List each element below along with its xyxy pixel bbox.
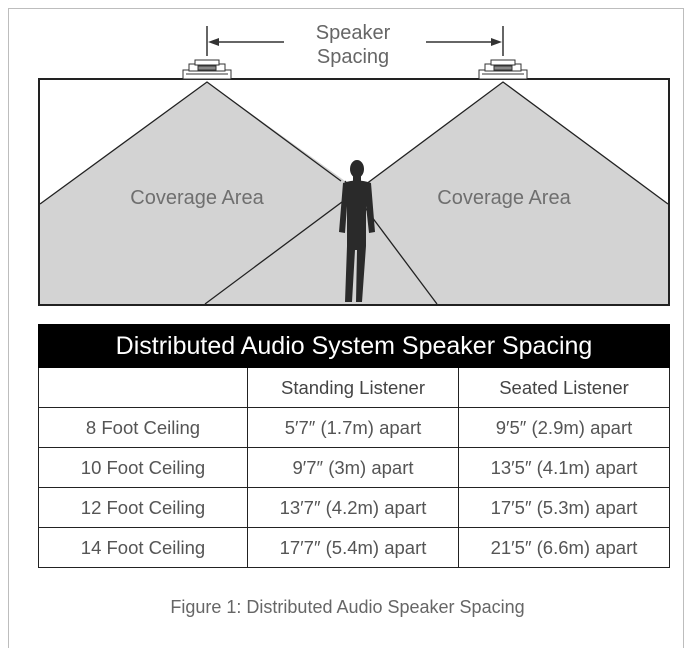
header-seated-listener: Seated Listener (458, 367, 670, 408)
speaker-right-icon (478, 59, 528, 80)
seated-spacing-cell: 13′5″ (4.1m) apart (458, 447, 670, 488)
table-title-row: Distributed Audio System Speaker Spacing (38, 324, 670, 368)
spacing-dimension-line (206, 26, 504, 56)
coverage-cone-right (205, 82, 668, 304)
coverage-cone-left (40, 82, 345, 304)
seated-spacing-cell: 21′5″ (6.6m) apart (458, 527, 670, 568)
ceiling-height-cell: 8 Foot Ceiling (38, 407, 248, 448)
arrow-right-icon (491, 38, 502, 46)
standing-spacing-cell: 17′7″ (5.4m) apart (247, 527, 459, 568)
ceiling-height-cell: 10 Foot Ceiling (38, 447, 248, 488)
speaker-spacing-table: Distributed Audio System Speaker Spacing… (38, 324, 670, 568)
room-outline (38, 78, 670, 306)
arrow-left-icon (208, 38, 219, 46)
header-standing-listener: Standing Listener (247, 367, 459, 408)
coverage-label-right: Coverage Area (437, 187, 571, 209)
person-silhouette-icon (339, 160, 375, 302)
speaker-left-icon (182, 59, 232, 80)
ceiling-height-cell: 12 Foot Ceiling (38, 487, 248, 528)
spacing-label-line1: Speaker (316, 22, 391, 44)
speaker-spacing-diagram: Speaker Spacing Coverage Area Coverage A… (38, 22, 670, 306)
standing-spacing-cell: 9′7″ (3m) apart (247, 447, 459, 488)
table-row: 10 Foot Ceiling 9′7″ (3m) apart 13′5″ (4… (38, 447, 670, 488)
standing-spacing-cell: 5′7″ (1.7m) apart (247, 407, 459, 448)
spacing-label-line2: Spacing (317, 46, 389, 68)
seated-spacing-cell: 9′5″ (2.9m) apart (458, 407, 670, 448)
coverage-edge-right (204, 81, 669, 305)
table-header-row: Standing Listener Seated Listener (38, 367, 670, 408)
standing-spacing-cell: 13′7″ (4.2m) apart (247, 487, 459, 528)
coverage-label-left: Coverage Area (130, 187, 264, 209)
coverage-edge-left (39, 81, 342, 205)
table-row: 12 Foot Ceiling 13′7″ (4.2m) apart 17′5″… (38, 487, 670, 528)
header-empty-cell (38, 367, 248, 408)
seated-spacing-cell: 17′5″ (5.3m) apart (458, 487, 670, 528)
table-row: 14 Foot Ceiling 17′7″ (5.4m) apart 21′5″… (38, 527, 670, 568)
table-title: Distributed Audio System Speaker Spacing (38, 324, 670, 368)
ceiling-height-cell: 14 Foot Ceiling (38, 527, 248, 568)
table-row: 8 Foot Ceiling 5′7″ (1.7m) apart 9′5″ (2… (38, 407, 670, 448)
figure-frame (8, 8, 684, 648)
figure-caption: Figure 1: Distributed Audio Speaker Spac… (170, 597, 525, 617)
